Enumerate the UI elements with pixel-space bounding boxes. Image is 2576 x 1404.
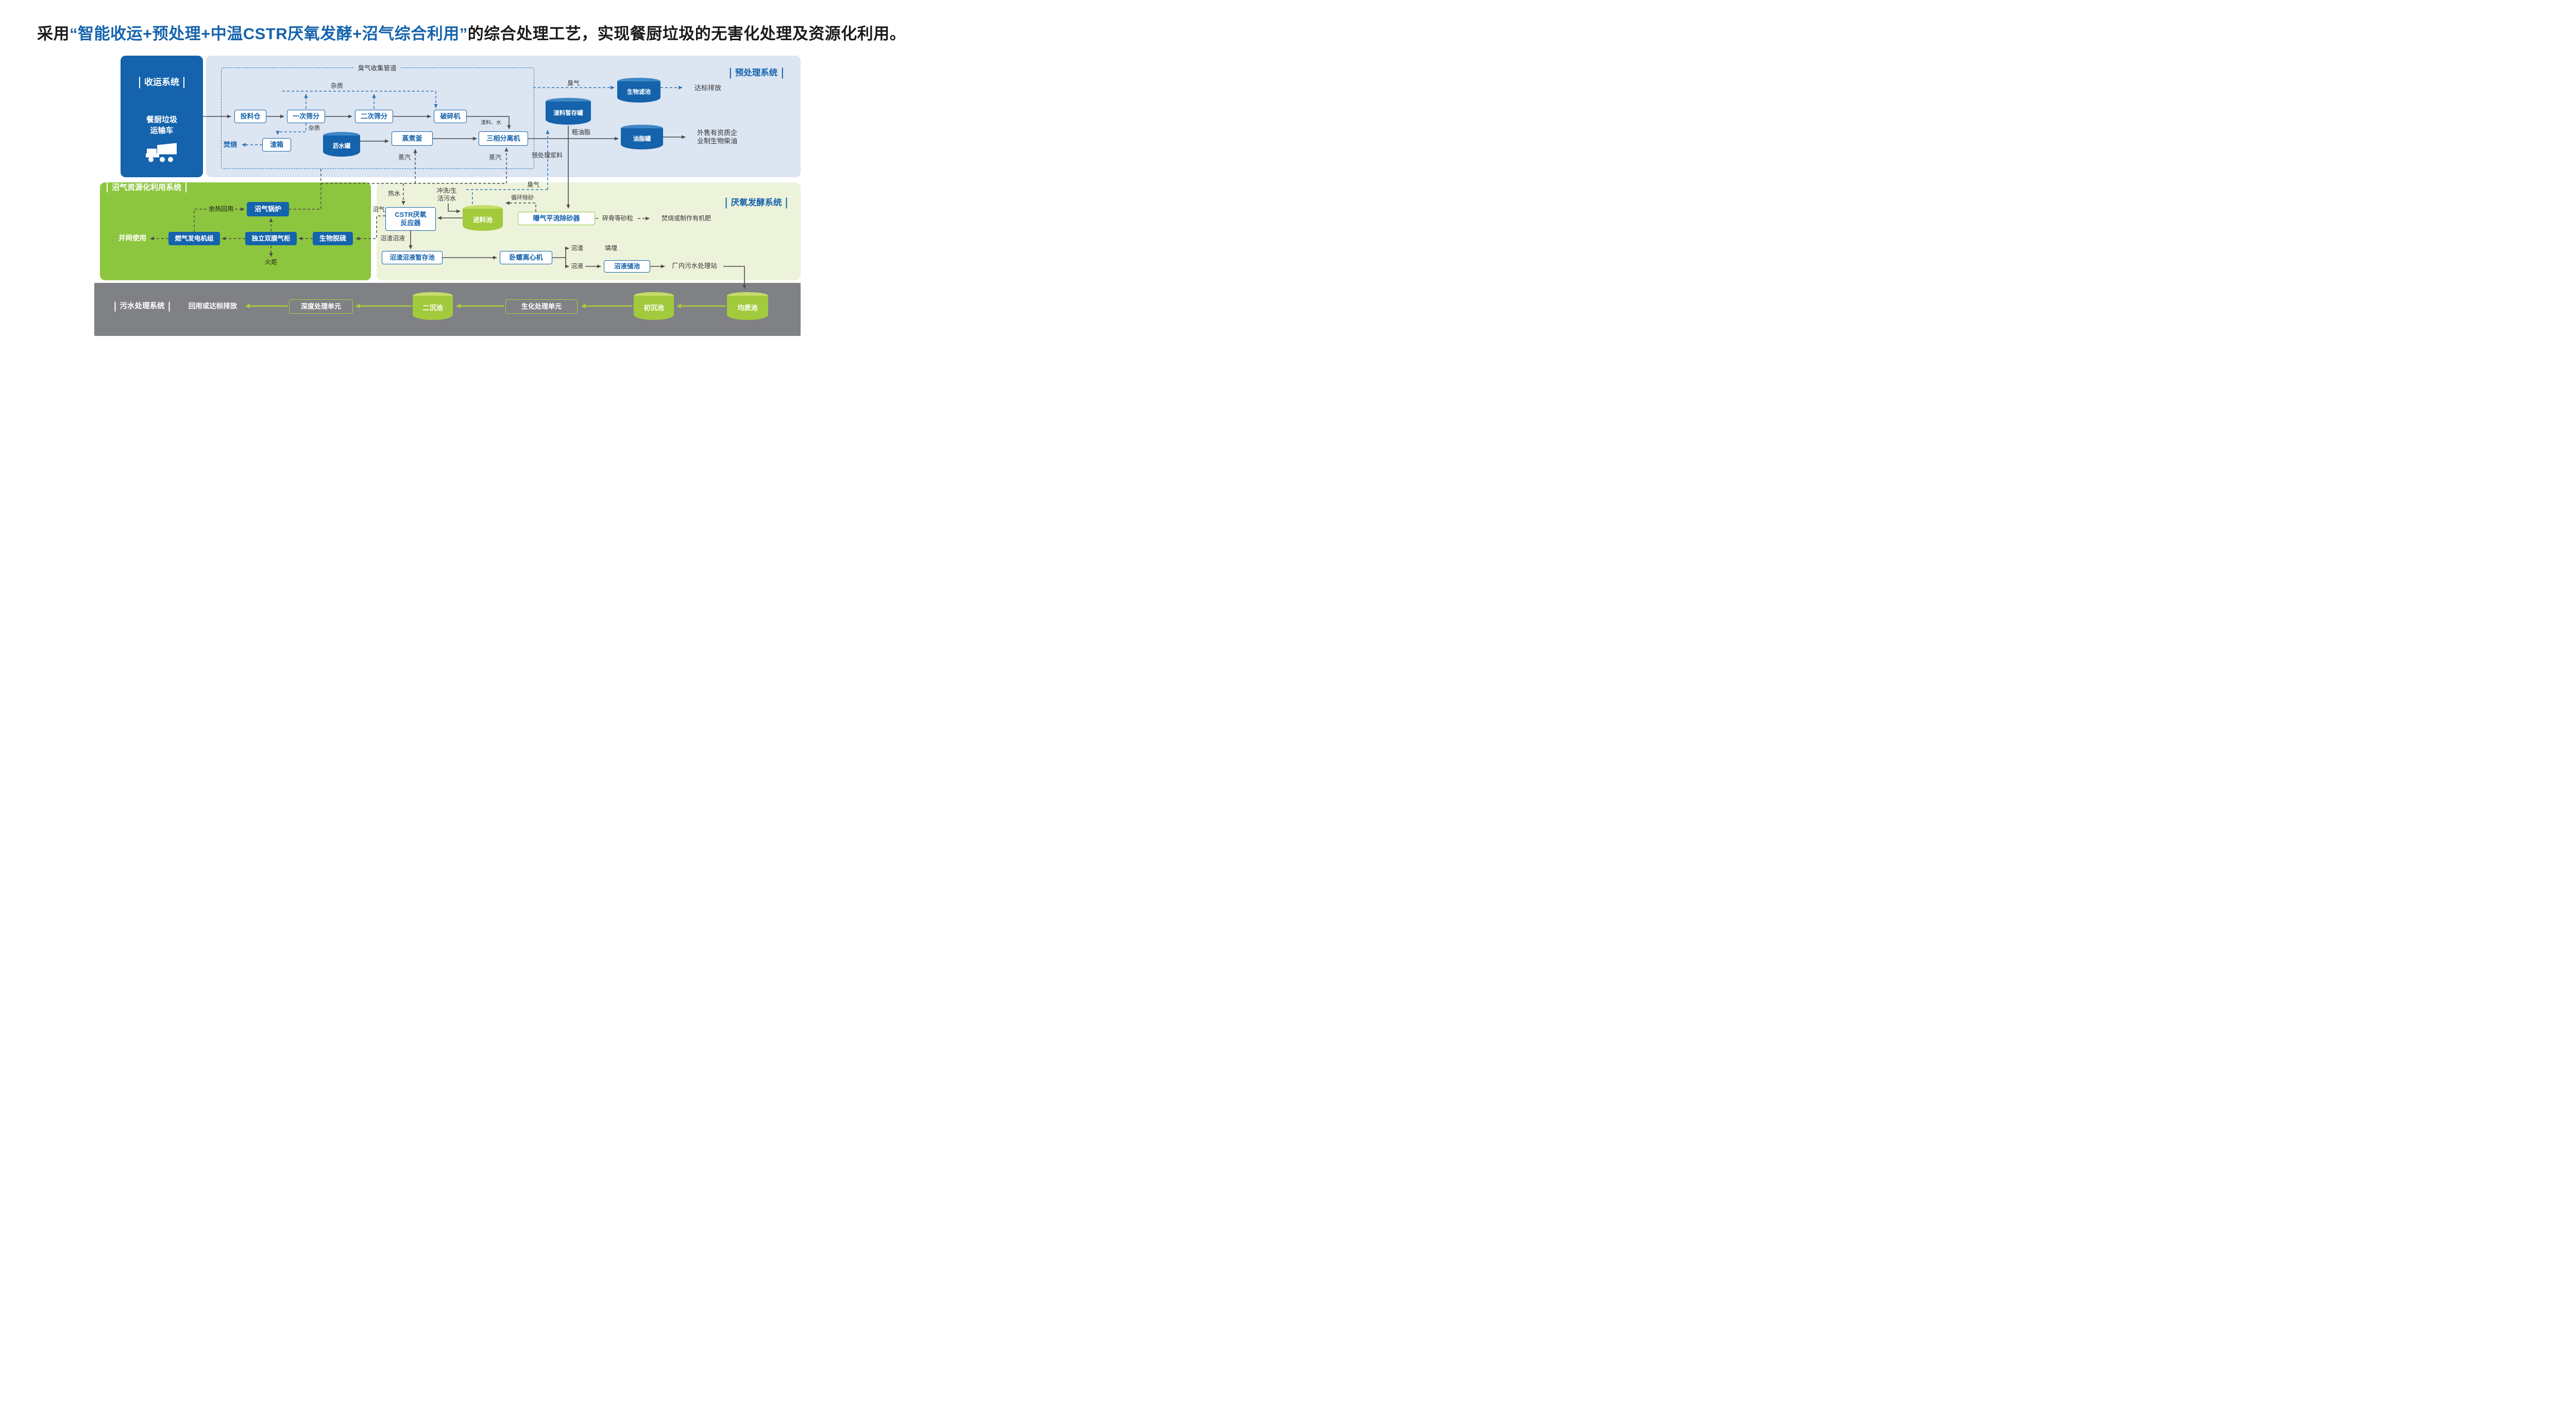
page-title: 采用“智能收运+预处理+中温CSTR厌氧发酵+沼气综合利用”的综合处理工艺，实现… [37,21,906,44]
secondary-sedimentation-cylinder: 二沉池 [413,292,453,320]
collection-vehicle-label: 餐厨垃圾 运输车 [146,115,178,135]
anaerobic-title: 厌氧发酵系统 [725,197,787,209]
biogas-line-label: 沼气 [372,206,385,213]
biofilter-cylinder: 生物滤池 [617,78,660,103]
flare-label: 火炬 [264,258,278,266]
hot-water-label: 热水 [387,190,401,197]
impurities-top-label: 杂质 [330,82,344,90]
slag-water-label: 渣料、水 [481,120,501,126]
equalization-cylinder: 均质池 [727,292,768,320]
biochemical-treatment-node: 生化处理单元 [505,299,578,314]
crude-grease-label: 粗油脂 [571,128,591,136]
three-phase-separator-node: 三相分离机 [479,131,528,146]
reuse-discharge-label: 回用或达标排放 [188,302,238,310]
collection-title: 收运系统 [139,77,184,88]
truck-icon [145,142,179,167]
heat-recovery-label: 余热回用 [208,205,234,213]
grease-sale-label: 外售有资质企 业制生物柴油 [697,128,738,145]
crusher-node: 破碎机 [434,110,467,123]
biogas-boiler-node: 沼气锅炉 [247,202,289,216]
slurry-label: 预处理浆料 [531,151,563,159]
gas-generator-node: 燃气发电机组 [168,232,220,245]
odor-label-anaerobic: 臭气 [527,181,540,189]
slag-storage-tank-cylinder: 渣料暂存罐 [546,98,591,125]
steam-label-1: 蒸汽 [398,154,411,161]
bone-sand-label: 碎骨等砂粒 [602,214,634,222]
sand-remover-node: 曝气平流除砂器 [518,212,595,225]
centrifuge-node: 卧螺离心机 [500,251,552,264]
circulating-sand-label: 循环除砂 [511,195,534,201]
secondary-screen-node: 二次筛分 [355,110,393,123]
cook-kettle-node: 蒸煮釜 [392,131,433,146]
anaerobic-section-bg [377,182,801,280]
landfill-label: 填埋 [604,244,618,252]
title-highlight: “智能收运+预处理+中温CSTR厌氧发酵+沼气综合利用” [70,25,468,43]
steam-label-2: 蒸汽 [488,154,502,161]
grid-use-label: 并网使用 [118,234,146,242]
residue-liquid-label: 沼渣沼液 [380,234,405,242]
desulfurization-node: 生物脱硫 [313,232,353,245]
discharge-label: 达标排放 [694,83,722,92]
grease-tank-cylinder: 油脂罐 [621,125,663,149]
sand-disposal-label: 焚烧或制作有机肥 [661,214,711,222]
liquid-label: 沼液 [570,262,584,270]
drain-tank-cylinder: 沥水罐 [323,132,360,157]
feed-pool-cylinder: 进料池 [463,205,503,231]
incineration-label: 焚烧 [223,140,238,148]
biogas-title: 沼气资源化利用系统 [107,182,187,193]
impurities-side-label: 杂质 [309,125,320,132]
feed-bin-node: 投料仓 [234,110,266,123]
odor-pipeline-label: 臭气收集管道 [354,62,400,73]
primary-sedimentation-cylinder: 初沉池 [634,292,674,320]
title-prefix: 采用 [37,25,70,43]
residue-label: 沼渣 [570,244,584,252]
odor-label-pretreat: 臭气 [567,79,580,87]
flush-water-label: 冲洗/生 活污水 [436,187,457,202]
sewage-title: 污水处理系统 [114,301,170,312]
process-flow-diagram: 采用“智能收运+预处理+中温CSTR厌氧发酵+沼气综合利用”的综合处理工艺，实现… [0,0,923,351]
gas-holder-node: 独立双膜气柜 [245,232,297,245]
title-suffix: 的综合处理工艺，实现餐厨垃圾的无害化处理及资源化利用。 [467,25,906,43]
primary-screen-node: 一次筛分 [287,110,325,123]
residue-storage-pool-node: 沼渣沼液暂存池 [382,251,443,264]
pretreatment-title: 预处理系统 [730,67,783,79]
cstr-reactor-node: CSTR厌氧 反应器 [385,207,436,231]
advanced-treatment-node: 深度处理单元 [289,299,353,314]
slag-box-node: 渣箱 [262,138,291,151]
biogas-section-bg [100,182,371,280]
liquid-pool-node: 沼液储池 [604,260,650,273]
sewage-station-label: 厂内污水处理站 [672,262,717,270]
